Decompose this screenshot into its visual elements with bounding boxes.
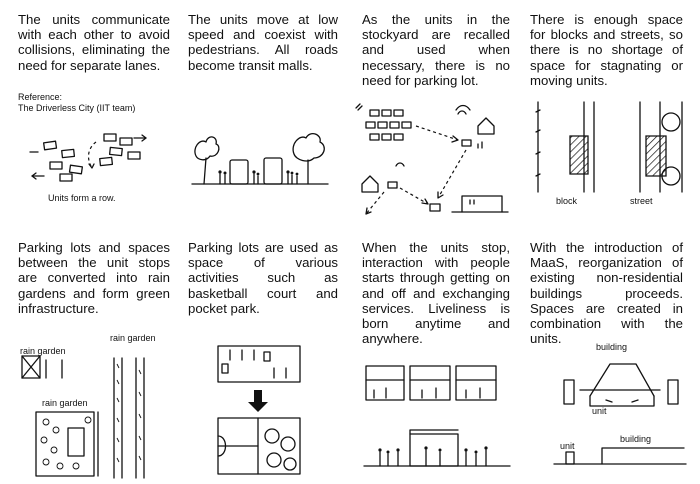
panel-2-text: The units move at low speed and coexist … bbox=[188, 12, 338, 73]
unit-label-bottom: unit bbox=[560, 441, 575, 451]
rain-garden-label-3: rain garden bbox=[42, 398, 88, 408]
block-label: block bbox=[556, 196, 578, 206]
reference-label: Reference: bbox=[18, 92, 63, 102]
units-row-diagram bbox=[30, 128, 150, 188]
panel-5-text: Parking lots and spaces between the unit… bbox=[18, 240, 170, 316]
building-unit-diagram bbox=[550, 350, 690, 480]
rain-garden-label-1: rain garden bbox=[20, 346, 66, 356]
transit-mall-diagram bbox=[190, 128, 330, 190]
panel-4-text: There is enough space for blocks and str… bbox=[530, 12, 683, 88]
parking-conversion-diagram bbox=[214, 340, 314, 480]
block-street-diagram bbox=[530, 100, 690, 196]
reference-source: The Driverless City (IIT team) bbox=[18, 103, 136, 113]
panel-7-text: When the units stop, interaction with pe… bbox=[362, 240, 510, 347]
panel-1-text: The units communicate with each other to… bbox=[18, 12, 170, 73]
building-label-top: building bbox=[596, 342, 628, 352]
building-label-bottom: building bbox=[620, 434, 652, 444]
unit-label-top: unit bbox=[592, 406, 607, 416]
units-row-label: Units form a row. bbox=[48, 193, 116, 203]
panel-8-text: With the introduction of MaaS, reorganiz… bbox=[530, 240, 683, 347]
stockyard-diagram bbox=[352, 100, 512, 220]
panel-6-text: Parking lots are used as space of variou… bbox=[188, 240, 338, 316]
rain-garden-label-2: rain garden bbox=[110, 333, 156, 343]
interaction-diagram bbox=[362, 360, 512, 480]
street-label: street bbox=[630, 196, 653, 206]
panel-3-text: As the units in the stockyard are recall… bbox=[362, 12, 510, 88]
rain-garden-diagram bbox=[18, 340, 168, 480]
